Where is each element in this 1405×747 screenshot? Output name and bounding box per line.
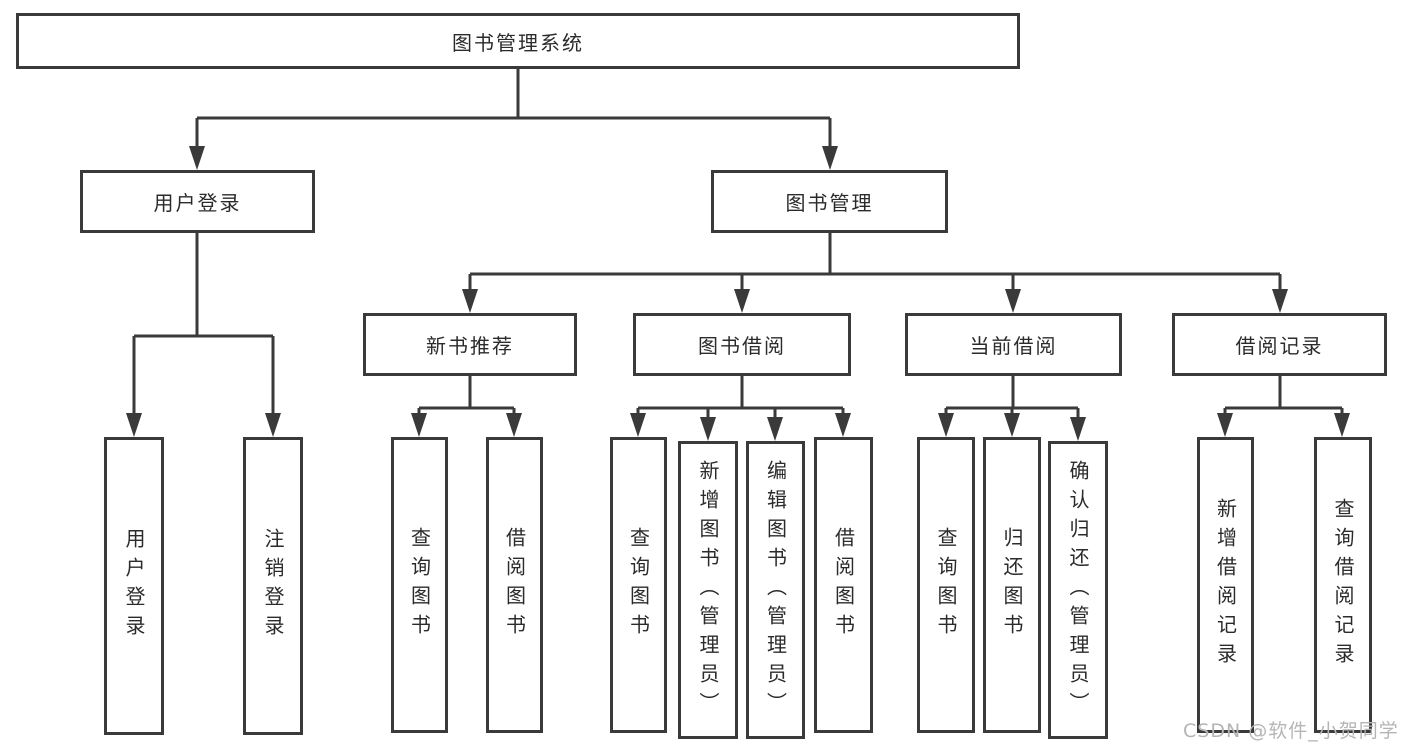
arrowhead xyxy=(630,413,646,437)
arrowhead xyxy=(1334,413,1350,437)
leaf-add-borrow-record: 新增借阅记录 xyxy=(1197,437,1254,733)
arrowhead xyxy=(506,413,522,437)
arrowhead xyxy=(1070,417,1086,441)
arrowhead xyxy=(265,413,281,437)
leaf-query-book-recommend: 查询图书 xyxy=(391,437,448,733)
node-user-login: 用户登录 xyxy=(80,170,315,233)
arrowhead xyxy=(189,146,205,170)
node-borrow-record: 借阅记录 xyxy=(1172,313,1387,376)
arrowhead xyxy=(822,146,838,170)
leaf-add-book-admin: 新增图书（管理员） xyxy=(678,441,738,739)
leaf-query-book-borrow: 查询图书 xyxy=(610,437,667,733)
leaf-confirm-return-admin: 确认归还（管理员） xyxy=(1048,441,1108,739)
leaf-edit-book-admin: 编辑图书（管理员） xyxy=(746,441,805,739)
leaf-user-login: 用户登录 xyxy=(104,437,164,735)
arrowhead xyxy=(767,417,783,441)
leaf-return-book: 归还图书 xyxy=(983,437,1041,733)
csdn-watermark: CSDN @软件_小贺同学 xyxy=(1183,720,1399,742)
arrowhead xyxy=(1272,289,1288,313)
node-current-borrow: 当前借阅 xyxy=(905,313,1122,376)
arrowhead xyxy=(700,417,716,441)
leaf-query-borrow-record: 查询借阅记录 xyxy=(1314,437,1372,733)
leaf-logout: 注销登录 xyxy=(243,437,303,735)
leaf-borrow-book-recommend: 借阅图书 xyxy=(486,437,543,733)
arrowhead xyxy=(126,413,142,437)
arrowhead xyxy=(938,413,954,437)
node-book-borrow: 图书借阅 xyxy=(633,313,851,376)
arrowhead xyxy=(411,413,427,437)
arrowhead xyxy=(1005,289,1021,313)
arrowhead xyxy=(835,413,851,437)
arrowhead xyxy=(1004,413,1020,437)
arrowhead xyxy=(734,289,750,313)
node-new-book-recommend: 新书推荐 xyxy=(363,313,577,376)
leaf-borrow-book: 借阅图书 xyxy=(814,437,873,733)
node-book-management: 图书管理 xyxy=(711,170,948,233)
leaf-query-book-current: 查询图书 xyxy=(917,437,975,733)
node-root-system: 图书管理系统 xyxy=(16,13,1020,69)
arrowhead xyxy=(462,289,478,313)
arrowhead xyxy=(1217,413,1233,437)
